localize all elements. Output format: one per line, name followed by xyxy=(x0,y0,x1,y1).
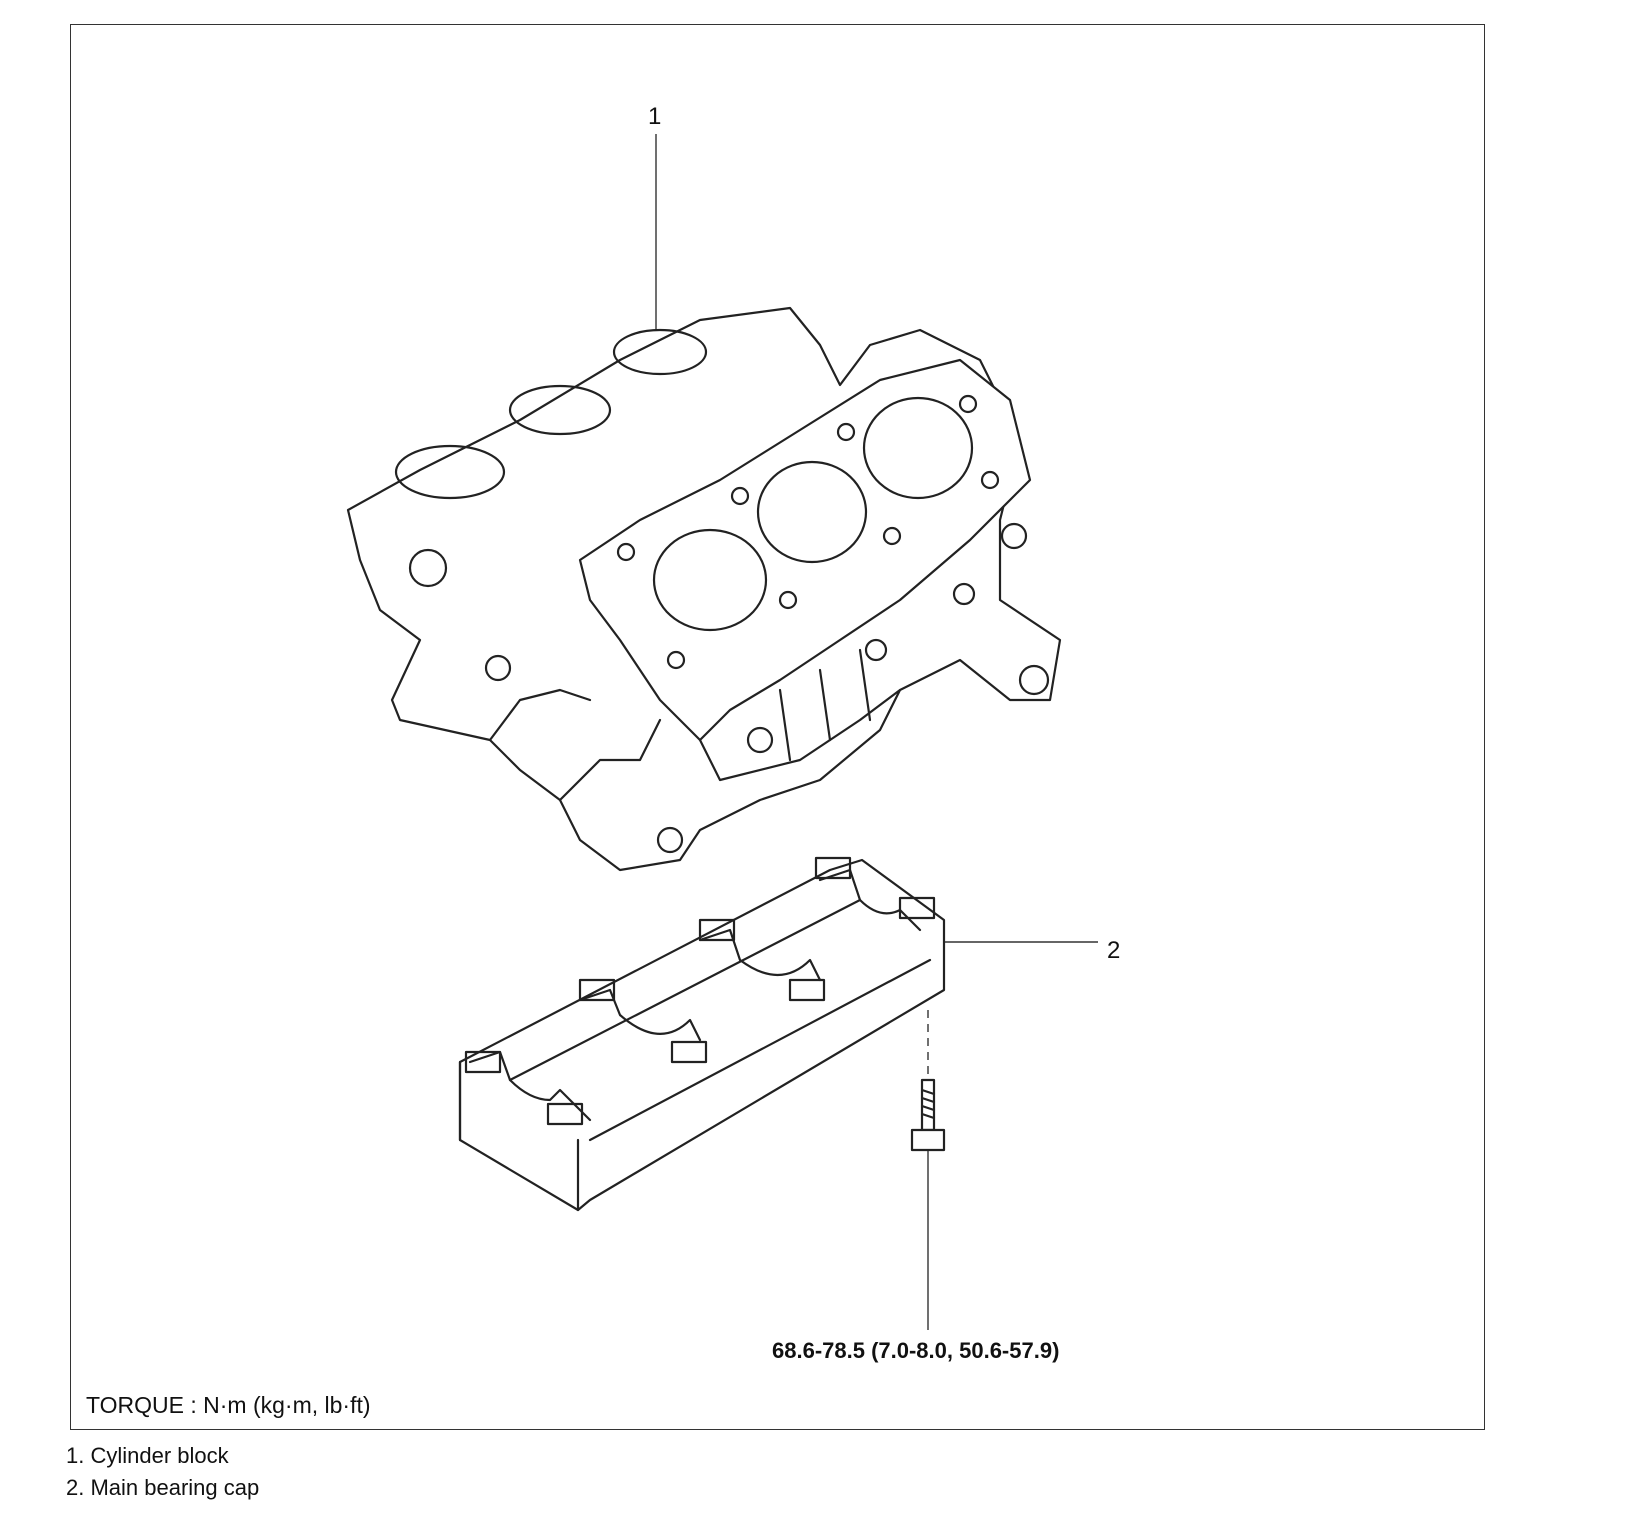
bolt-torque-spec: 68.6-78.5 (7.0-8.0, 50.6-57.9) xyxy=(772,1338,1060,1363)
torque-units-note: TORQUE : N·m (kg·m, lb·ft) xyxy=(86,1392,371,1418)
callout-number-2: 2 xyxy=(1107,937,1121,964)
diagram-frame xyxy=(70,24,1485,1430)
legend-item-main-bearing-cap: 2. Main bearing cap xyxy=(66,1475,260,1500)
legend-item-cylinder-block: 1. Cylinder block xyxy=(66,1443,229,1468)
main-bearing-cap-illustration xyxy=(458,856,946,1212)
bearing-cap-bolt-illustration xyxy=(910,1078,946,1152)
parts-legend: 1. Cylinder block 2. Main bearing cap xyxy=(66,1440,259,1504)
callout-number-1: 1 xyxy=(648,103,662,130)
cylinder-block-illustration xyxy=(346,306,1062,872)
